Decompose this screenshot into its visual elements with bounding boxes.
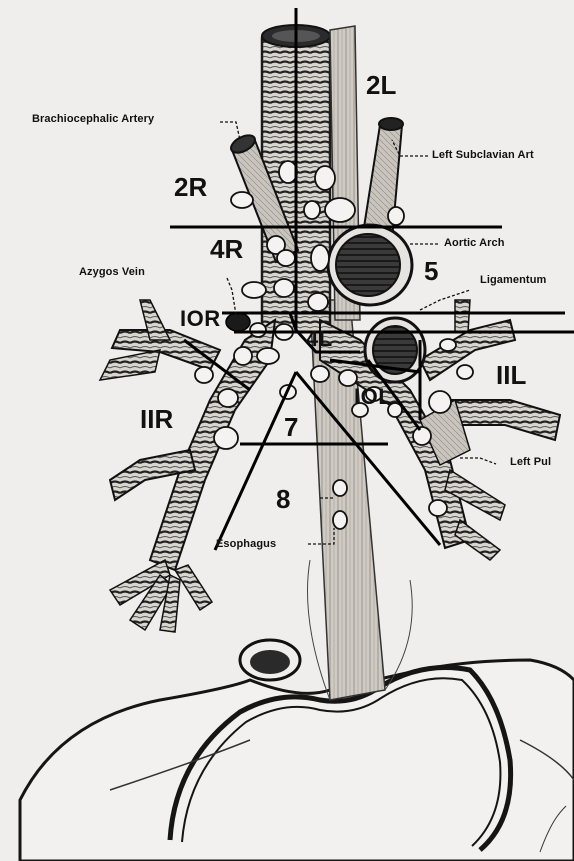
station-8: 8 [276, 484, 290, 515]
label-ligamentum: Ligamentum [480, 274, 546, 286]
label-left-subclavian-artery: Left Subclavian Art [432, 149, 534, 161]
label-esophagus: Esophagus [216, 538, 276, 550]
descending-aorta-cross-section [240, 640, 300, 680]
station-2L: 2L [366, 70, 396, 101]
label-azygos-vein: Azygos Vein [79, 266, 145, 278]
azygos-vein [226, 313, 250, 331]
aortic-arch [328, 225, 412, 305]
station-7: 7 [284, 412, 298, 443]
label-left-pulmonary: Left Pul [510, 456, 551, 468]
station-4L: 4L [306, 326, 333, 352]
station-2R: 2R [174, 172, 207, 203]
station-11L: IIL [496, 360, 526, 391]
label-brachiocephalic-artery: Brachiocephalic Artery [32, 113, 154, 125]
label-aortic-arch: Aortic Arch [444, 237, 505, 249]
station-5: 5 [424, 256, 438, 287]
station-4R: 4R [210, 234, 243, 265]
station-10R: IOR [180, 306, 221, 332]
station-10L: IOL [354, 384, 392, 410]
station-11R: IIR [140, 404, 173, 435]
diaphragm [20, 660, 574, 861]
